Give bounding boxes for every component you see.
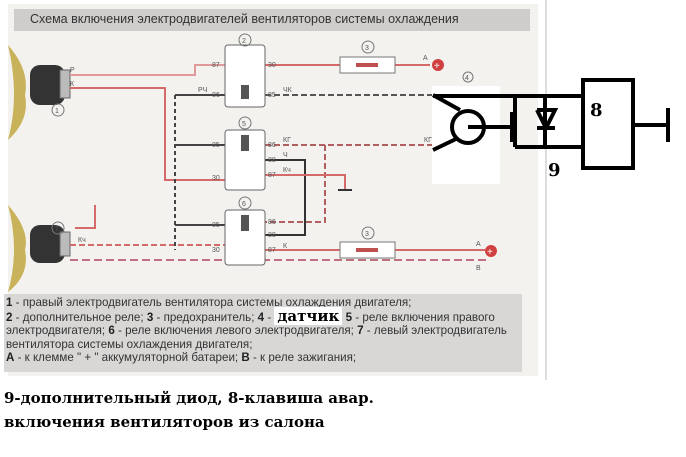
legend-text: - к реле зажигания; [249,351,357,365]
note-line-2: включения вентиляторов из салона [4,413,325,431]
pin-87: 87 [268,172,276,179]
fuse-3-top: 3 [339,40,396,74]
label-a: А [423,55,428,62]
legend-text: - реле включения левого электродвигателя… [114,324,358,338]
diagram-title: Схема включения электродвигателей вентил… [30,12,459,26]
label-5: 5 [242,121,246,128]
legend-num: 3 [146,310,154,324]
wire-label: К [70,81,75,88]
legend-text: - предохранитель; [153,310,258,324]
legend-num: А [6,351,15,365]
legend-num: 4 [257,310,265,324]
svg-text:+: + [487,247,493,258]
legend-text: - к клемме " + " аккумуляторной батареи; [14,351,242,365]
label-8: 8 [590,100,603,121]
legend-num: 1 [6,296,13,309]
legend: 1 - правый электродвигатель вентилятора … [4,294,522,372]
handwritten-note: 9-дополнительный диод, 8-клавиша авар. в… [4,386,374,434]
switch-8: 8 [590,100,603,121]
pin-30: 30 [212,247,220,254]
label-6: 6 [242,201,246,208]
pin-88: 88 [268,232,276,239]
legend-num: В [241,351,250,365]
label-3: 3 [365,45,369,52]
diode-9: 9 [548,160,561,181]
wire-label: Кч [78,237,86,244]
label-2: 2 [242,38,246,45]
pin-86: 86 [268,219,276,226]
pin-86: 86 [212,92,220,99]
relay-5: 5 85 86 88 30 87 [212,116,276,191]
legend-text: - дополнительное реле; [12,310,147,324]
divider [545,0,547,380]
motor-1 [8,45,71,140]
legend-num: 7 [357,324,364,338]
sensor-label: датчик [274,306,343,325]
legend-text: - [264,310,275,324]
pin-30: 30 [212,175,220,182]
label-a: А [476,241,481,248]
pin-86: 86 [268,142,276,149]
motor-7 [8,205,71,292]
wire-label: Р [70,67,75,74]
svg-text:+: + [434,61,440,72]
label-9: 9 [548,160,561,181]
pin-85: 85 [212,142,220,149]
legend-text: - правый электродвигатель вентилятора си… [12,296,412,309]
label-1: 1 [55,108,59,115]
title-bar [14,9,530,31]
pin-85: 85 [212,222,220,229]
label-b: В [476,265,481,272]
wire-label: Кч [283,167,291,174]
legend-num: 5 [345,310,353,324]
fuse-3-bottom: 3 [339,226,396,259]
relay-6: 6 85 86 88 30 87 [212,196,276,266]
label-3: 3 [365,231,369,238]
pin-85: 85 [268,92,276,99]
legend-text: - левый электродвигатель вентилятора сис… [6,324,507,351]
wire-label: КГ [424,137,432,144]
legend-num: 2 [6,310,13,324]
label-4: 4 [465,75,469,82]
label-7: 7 [55,226,59,233]
pin-30: 30 [268,62,276,69]
sensor-symbol [432,78,670,170]
pin-88: 88 [268,157,276,164]
pin-87: 87 [268,247,276,254]
battery-plus-terminal: + А + А В [423,55,497,272]
wire-label: РЧ [198,87,208,94]
relay-2: 2 87 30 86 85 [212,33,276,108]
legend-num: 6 [108,324,115,338]
pin-87: 87 [212,62,220,69]
wire-label: ЧК [283,87,293,94]
note-line-1: 9-дополнительный диод, 8-клавиша авар. [4,389,374,407]
wire-label: Ч [283,152,288,159]
legend-text: - реле включения правого электродвигател… [6,310,495,338]
wire-label: К [283,243,288,250]
wire-label: КГ [283,137,291,144]
